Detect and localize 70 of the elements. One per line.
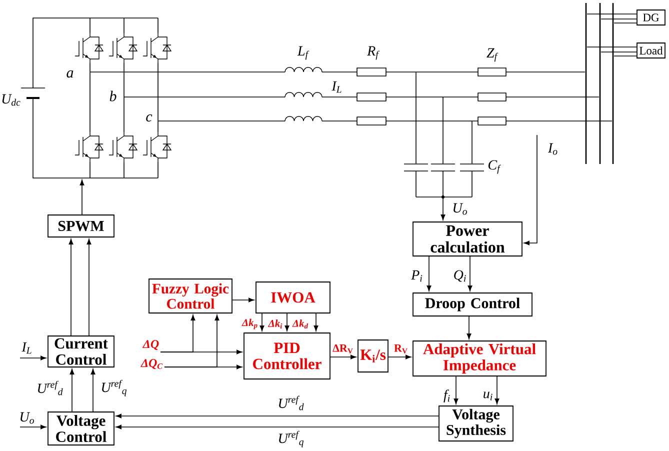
process-box: K$_{i}$/s [358,340,388,372]
edge-label: U$^{ref}$d [279,396,304,410]
arrow [494,376,500,404]
arrow [466,316,472,340]
arrow [116,424,439,430]
edge-label: u$_{i}$ [484,392,492,400]
signal-label: ΔQ [142,340,159,350]
arrow [164,314,220,368]
edge-label: Δk$_{p}$ [242,318,258,330]
process-box: Droop Control [412,292,532,316]
arrow [160,314,196,352]
process-box: Voltage Synthesis [438,406,514,442]
edge-label: Δk$_{d}$ [292,320,308,328]
feeder-line [614,22,637,24]
edge-label: R$_{V}$ [394,344,408,354]
capacitor-lead [442,96,444,164]
arrow [284,313,290,332]
arrow [468,256,472,292]
arrow [116,414,439,418]
process-box: IWOA [256,282,330,314]
edge-label: ΔR$_{V}$ [332,344,353,354]
component-label: C$_{f}$ [488,160,501,174]
current-label: I$_{L}$ [332,81,342,93]
arrow [330,354,356,360]
arrow [68,238,74,336]
process-box: Current Control [48,336,114,368]
arrow [86,238,92,336]
edge-label: U$_{o}$ [20,412,34,424]
arrow [260,313,264,332]
edge-label: U$_{o}$ [454,203,467,215]
process-box: Adaptive Virtual Impedance [412,340,546,376]
arrow [426,256,432,292]
process-box: Power calculation [412,222,522,256]
arrow [388,354,412,360]
signal-label: ΔQ$_{C}$ [140,359,163,369]
edge-label: Δk$_{i}$ [268,320,282,328]
edge-label: U$^{ref}$d [38,380,63,396]
arrow [524,134,538,246]
inverter-bridge [20,18,172,178]
arrow [232,298,254,302]
arrow [70,368,74,412]
process-box: DG [636,10,666,26]
edge-label: P$_{i}$ [411,270,422,282]
component-label: R$_{f}$ [367,46,380,60]
component-label: U$_{dc}$ [2,94,20,106]
phase-label: b [110,90,116,102]
feeder-line [586,46,637,48]
edge-label: I$_{L}$ [22,342,32,354]
process-box: SPWM [48,214,114,238]
arrow [454,376,458,404]
arrow [20,356,46,360]
component-label: L$_{f}$ [297,46,310,60]
arrow [90,368,96,412]
phase-label: a [66,70,74,78]
arrow [20,424,46,430]
edge-label: U$^{ref}$q [102,380,127,396]
arrow [80,180,84,215]
phase-label: c [146,114,152,122]
process-box: Voltage Control [48,412,114,446]
feeder-line [600,18,637,20]
process-box: PID Controller [244,332,330,380]
arrow [440,197,446,220]
process-box: Fuzzy Logic Control [148,278,232,314]
edge-label: U$^{ref}$q [279,430,304,448]
edge-label: Q$_{i}$ [454,270,466,282]
arrow [314,313,318,332]
edge-label: I$_{o}$ [548,143,558,155]
edge-label: f$_{i}$ [444,390,450,402]
process-box: Load [636,42,666,58]
component-label: Z$_{f}$ [486,48,498,62]
